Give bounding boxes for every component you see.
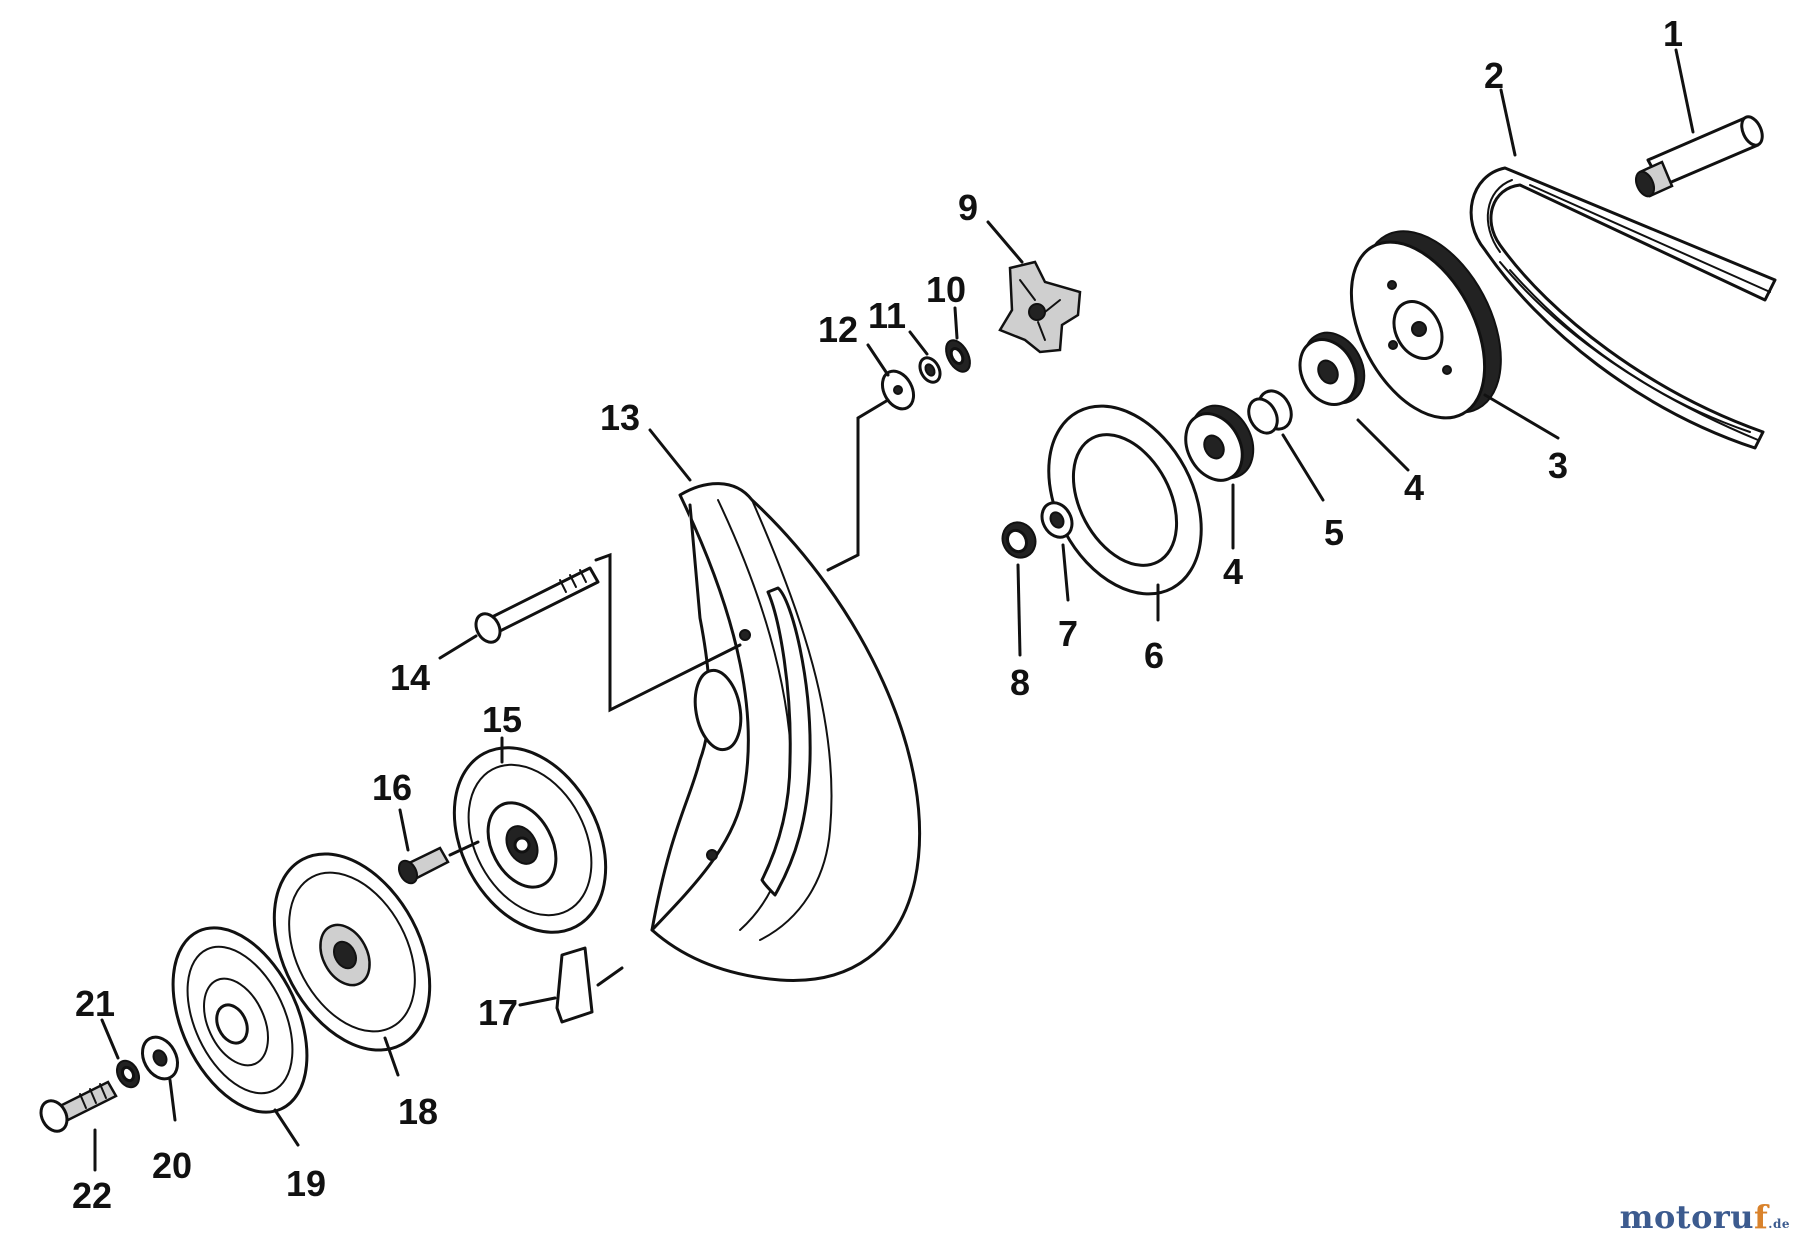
leader-20 [168,1078,177,1122]
part-4-bearing-b [1184,404,1255,482]
watermark-tld: .de [1768,1217,1790,1231]
callout-9: 9 [958,187,978,228]
watermark-logo: motoruf.de [1620,1198,1790,1236]
callout-1: 1 [1663,13,1683,54]
watermark-main: motoru [1619,1198,1755,1236]
part-2-belt [1469,166,1777,450]
part-20-washer [140,1035,180,1081]
callout-11: 11 [868,295,906,336]
part-16-screw [397,846,450,885]
callout-19: 19 [286,1163,326,1204]
callout-8: 8 [1010,662,1030,703]
leader-21 [100,1018,120,1060]
leader-19 [273,1108,300,1147]
callout-21: 21 [75,983,115,1024]
callout-4-second: 4 [1223,551,1243,592]
part-17-key [555,946,594,1024]
callout-4: 4 [1404,467,1424,508]
callout-15: 15 [482,699,522,740]
callout-18: 18 [398,1091,438,1132]
callout-10: 10 [926,269,966,310]
assembly-line-14 [594,552,742,713]
leader-17 [518,996,557,1007]
leader-4a [1356,418,1410,472]
callout-6: 6 [1144,635,1164,676]
part-8-nut [1001,521,1037,559]
leader-18 [383,1036,400,1077]
leader-14 [438,634,478,660]
assembly-line-13 [826,398,890,572]
leader-3 [1483,393,1560,440]
part-3-pulley [1349,230,1502,420]
callout-12: 12 [818,309,858,350]
leader-10 [953,306,959,340]
callout-13: 13 [600,397,640,438]
part-6-washer [1047,404,1203,596]
part-9-knob [998,260,1082,354]
part-19-pulley-half [171,926,309,1114]
callout-3: 3 [1548,445,1568,486]
part-22-bolt [39,1080,118,1133]
leader-9 [986,220,1024,264]
leader-11 [908,330,929,356]
part-12-washer [880,369,916,411]
part-13-guard [650,482,922,982]
callout-22: 22 [72,1175,112,1216]
part-21-lockwasher [115,1059,141,1089]
part-7-lockwasher [1040,501,1074,539]
callout-2: 2 [1484,55,1504,96]
callout-17: 17 [478,992,518,1033]
leader-5 [1281,433,1325,502]
part-10-nut [945,339,971,373]
leader-7 [1061,543,1070,602]
watermark-accent: f [1754,1198,1769,1236]
callout-20: 20 [152,1145,192,1186]
part-18-pulley-half [272,852,432,1052]
leader-2 [1499,88,1517,157]
callout-14: 14 [390,657,430,698]
part-11-lockwasher [918,356,942,384]
part-1-shaft [1634,115,1764,198]
part-5-spacer [1247,389,1293,435]
leader-12 [866,343,890,377]
callout-16: 16 [372,767,412,808]
part-14-bolt [474,566,600,644]
leader-1 [1674,48,1695,134]
part-15-pulley-half [452,746,608,934]
callout-7: 7 [1058,613,1078,654]
assembly-line-17 [596,966,624,987]
part-4-bearing-a [1298,331,1366,406]
leader-16 [398,808,410,852]
callout-5: 5 [1324,512,1344,553]
leader-8 [1016,563,1022,657]
leader-13 [648,428,692,482]
assembly-line-16 [448,840,480,857]
